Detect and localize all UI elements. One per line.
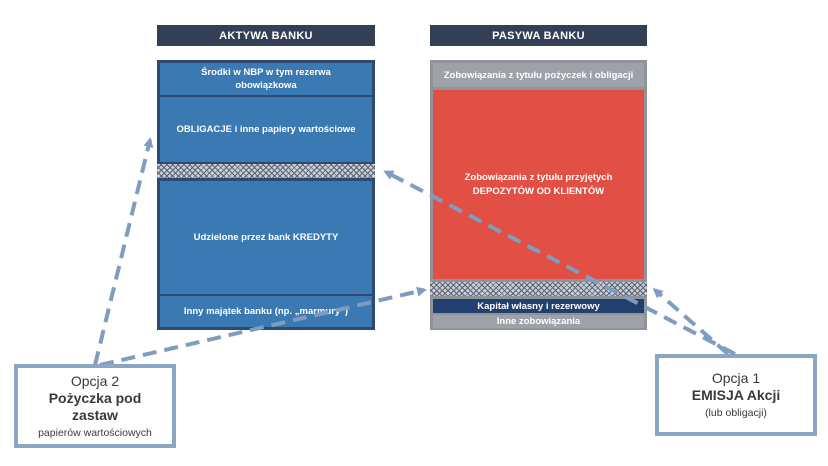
- deposits-line-1: Zobowiązania z tytułu przyjętych: [464, 171, 613, 183]
- arrow-option2-to-bonds: [93, 137, 154, 366]
- assets-header: AKTYWA BANKU: [157, 25, 375, 46]
- other-liabilities-block: Inne zobowiązania: [433, 315, 644, 328]
- nbp-reserve-block: Środki w NBP w tym rezerwa obowiązkowa: [160, 63, 372, 95]
- other-assets-block: Inny majątek banku (np. „marmury”): [160, 296, 372, 327]
- option2-strong-2: zastaw: [72, 406, 118, 423]
- arrow-option1-to-equity: [652, 288, 730, 356]
- liabilities-column: Zobowiązania z tytułu pożyczek i obligac…: [430, 60, 647, 330]
- equity-block: Kapitał własny i rezerwowy: [433, 299, 644, 313]
- bonds-block: OBLIGACJE i inne papiery wartościowe: [160, 97, 372, 162]
- assets-column: Środki w NBP w tym rezerwa obowiązkowa O…: [157, 60, 375, 330]
- option2-subtitle: papierów wartościowych: [38, 426, 152, 439]
- loans-block: Udzielone przez bank KREDYTY: [160, 181, 372, 294]
- option1-subtitle: (lub obligacji): [705, 407, 767, 419]
- option1-title: Opcja 1: [711, 370, 761, 386]
- assets-divider-hatch: [157, 164, 375, 178]
- arrow-option2-to-equity: [99, 286, 427, 367]
- option1-box: Opcja 1 EMISJA Akcji (lub obligacji): [655, 354, 817, 436]
- arrow-option1-to-bonds: [383, 170, 736, 356]
- option2-strong-1: Pożyczka pod: [48, 389, 142, 406]
- deposits-block: Zobowiązania z tytułu przyjętych DEPOZYT…: [433, 90, 644, 279]
- deposits-line-2: DEPOZYTÓW OD KLIENTÓW: [472, 185, 605, 197]
- loan-liabilities-block: Zobowiązania z tytułu pożyczek i obligac…: [433, 63, 644, 87]
- option2-box: Opcja 2 Pożyczka pod zastaw papierów war…: [14, 364, 176, 448]
- liabilities-header: PASYWA BANKU: [430, 25, 647, 46]
- liabilities-divider-hatch: [430, 282, 647, 296]
- option1-strong: EMISJA Akcji: [691, 387, 781, 403]
- option2-title: Opcja 2: [70, 372, 120, 389]
